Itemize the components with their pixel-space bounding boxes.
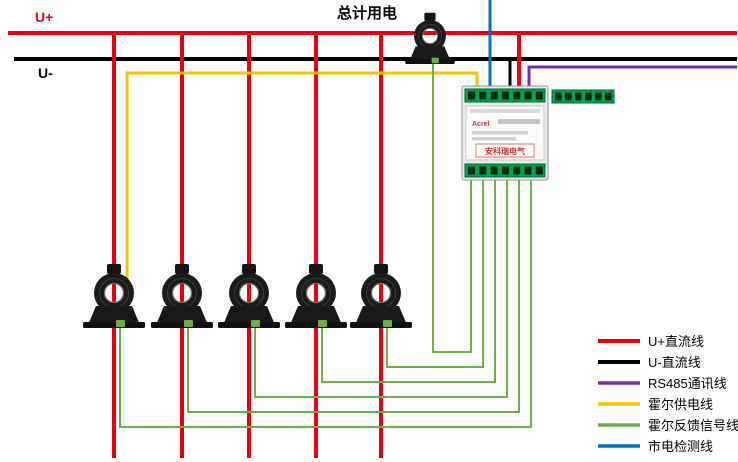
- meter: Acrel 安科瑞电气: [461, 85, 549, 181]
- meter-face: Acrel 安科瑞电气: [465, 105, 545, 161]
- u-minus-label: U-: [38, 65, 53, 81]
- wire-hall-feedback-1: [119, 178, 532, 428]
- wire-rs485: [527, 65, 737, 88]
- hall-sensor-main: [404, 12, 456, 65]
- legend-label-u-plus: U+直流线: [648, 334, 704, 349]
- meter-print-line-3: [472, 137, 516, 141]
- legend-item-hall-power: 霍尔供电线: [598, 397, 713, 412]
- wire-hall-feedback-3: [254, 178, 508, 398]
- meter-top-terminals: [464, 88, 546, 103]
- wire-hall-feedback-main: [432, 64, 472, 353]
- meter-print-line-1: [498, 119, 540, 124]
- wire-hall-feedback-2: [187, 178, 520, 413]
- legend: U+直流线 U-直流线 RS485通讯线 霍尔供电线 霍尔反馈信号线 市电检测线: [598, 334, 738, 454]
- diagram-title: 总计用电: [337, 4, 397, 22]
- meter-label-box: [475, 143, 535, 158]
- legend-item-hall-feedback: 霍尔反馈信号线: [598, 418, 738, 433]
- wire-hall-power: [125, 71, 479, 300]
- legend-item-mains-detect: 市电检测线: [598, 439, 713, 454]
- legend-label-rs485: RS485通讯线: [648, 376, 727, 391]
- legend-item-rs485: RS485通讯线: [598, 376, 727, 391]
- wire-hall-feedback-4: [321, 178, 496, 383]
- meter-bottom-terminals: [464, 163, 546, 178]
- legend-label-hall-feedback: 霍尔反馈信号线: [648, 418, 738, 433]
- legend-item-u-minus: U-直流线: [598, 355, 701, 370]
- meter-brand: Acrel: [472, 121, 490, 128]
- wire-hall-feedback-5: [386, 178, 484, 368]
- legend-item-u-plus: U+直流线: [598, 334, 704, 349]
- u-plus-label: U+: [35, 9, 53, 25]
- meter-terminal-numbers: [470, 109, 540, 113]
- legend-label-mains-detect: 市电检测线: [648, 439, 713, 454]
- meter-label: 安科瑞电气: [485, 146, 525, 156]
- legend-label-u-minus: U-直流线: [648, 355, 701, 370]
- meter-print-line-2: [472, 131, 528, 135]
- aux-terminal-block: [551, 89, 615, 104]
- legend-label-hall-power: 霍尔供电线: [648, 397, 713, 412]
